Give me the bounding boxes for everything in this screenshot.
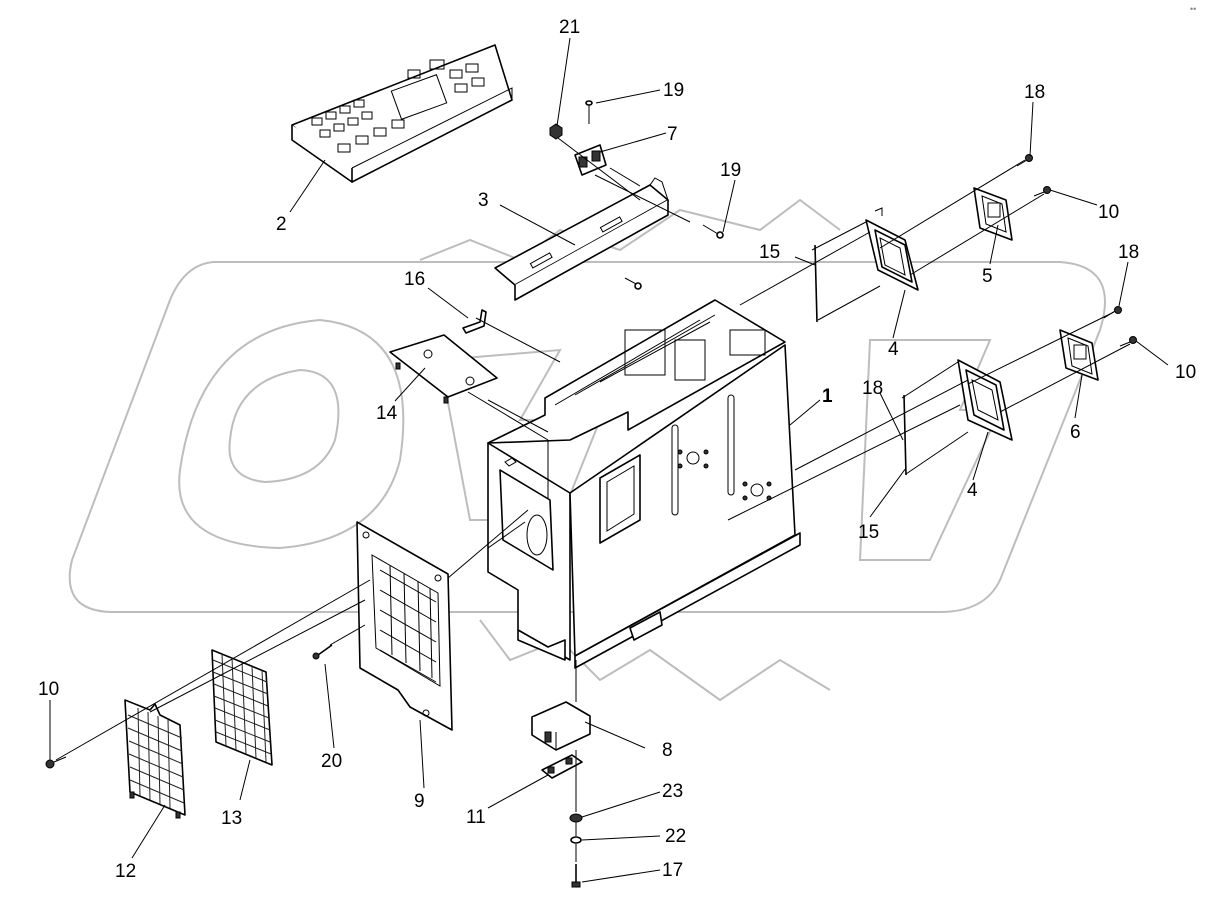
part-22-ring bbox=[570, 836, 582, 844]
part-12-grille bbox=[124, 699, 186, 819]
part-10-screw-left bbox=[45, 756, 67, 769]
part-19-screw-upper bbox=[585, 100, 593, 124]
part-23-washer bbox=[569, 813, 583, 823]
part-8-block bbox=[531, 701, 591, 751]
callout-18-right: 18 bbox=[1118, 242, 1139, 263]
callout-10-left: 10 bbox=[38, 679, 59, 700]
callout-15-upper: 15 bbox=[759, 242, 780, 263]
callout-3: 3 bbox=[478, 190, 489, 211]
callout-12: 12 bbox=[115, 861, 136, 882]
part-16-rod bbox=[462, 309, 487, 334]
part-6-cover bbox=[1059, 329, 1099, 381]
part-21-nut bbox=[549, 123, 563, 140]
callout-10-upper: 10 bbox=[1098, 202, 1119, 223]
callout-18-top: 18 bbox=[1024, 82, 1045, 103]
screw-under-rail bbox=[624, 277, 642, 290]
callout-4-upper: 4 bbox=[888, 339, 899, 360]
callout-18-middle: 18 bbox=[862, 378, 883, 399]
part-3-bracket-rail bbox=[494, 177, 669, 301]
callout-labels: 1 2 3 4 4 5 6 7 8 9 10 10 10 11 12 13 14… bbox=[38, 17, 1196, 882]
part-17-bolt bbox=[571, 864, 581, 888]
part-19-screw-side bbox=[702, 224, 724, 239]
part-7-hinge-clip bbox=[574, 144, 607, 176]
callout-5: 5 bbox=[982, 266, 993, 287]
part-13-mesh bbox=[211, 649, 273, 766]
part-18-screw-upper bbox=[1016, 154, 1033, 167]
callout-7: 7 bbox=[667, 124, 678, 145]
part-11-clip bbox=[541, 754, 583, 779]
callout-11: 11 bbox=[466, 807, 486, 828]
corner-mark: •• bbox=[1190, 4, 1196, 14]
leader-lines bbox=[49, 37, 1169, 883]
part-15-strip-upper bbox=[814, 244, 818, 323]
callout-16: 16 bbox=[404, 269, 425, 290]
callout-2: 2 bbox=[276, 214, 287, 235]
part-2-control-panel bbox=[291, 44, 513, 183]
callout-10-lower: 10 bbox=[1175, 362, 1196, 383]
callout-22: 22 bbox=[665, 826, 686, 847]
part-9-rear-panel bbox=[356, 521, 453, 731]
callout-19-upper: 19 bbox=[663, 80, 684, 101]
callout-20: 20 bbox=[321, 751, 342, 772]
part-15-strip-lower bbox=[903, 394, 907, 476]
callout-9: 9 bbox=[414, 791, 425, 812]
callout-6: 6 bbox=[1070, 422, 1081, 443]
callout-21: 21 bbox=[559, 17, 580, 38]
callout-4-lower: 4 bbox=[967, 480, 978, 501]
part-5-cover bbox=[973, 187, 1013, 241]
part-20-bolt bbox=[312, 644, 333, 660]
part-4-frame-upper bbox=[865, 207, 919, 291]
part-1-main-housing bbox=[487, 299, 801, 669]
part-14-plate bbox=[389, 334, 498, 404]
callout-14: 14 bbox=[376, 403, 398, 424]
callout-17: 17 bbox=[662, 860, 683, 881]
callout-15-lower: 15 bbox=[858, 522, 879, 543]
part-10-screw-lower bbox=[1119, 336, 1137, 347]
callout-23: 23 bbox=[662, 781, 683, 802]
callout-19-side: 19 bbox=[720, 160, 741, 181]
callout-1: 1 bbox=[822, 386, 833, 407]
callout-8: 8 bbox=[662, 740, 673, 761]
callout-13: 13 bbox=[221, 808, 242, 829]
part-4-frame-lower bbox=[957, 359, 1013, 441]
